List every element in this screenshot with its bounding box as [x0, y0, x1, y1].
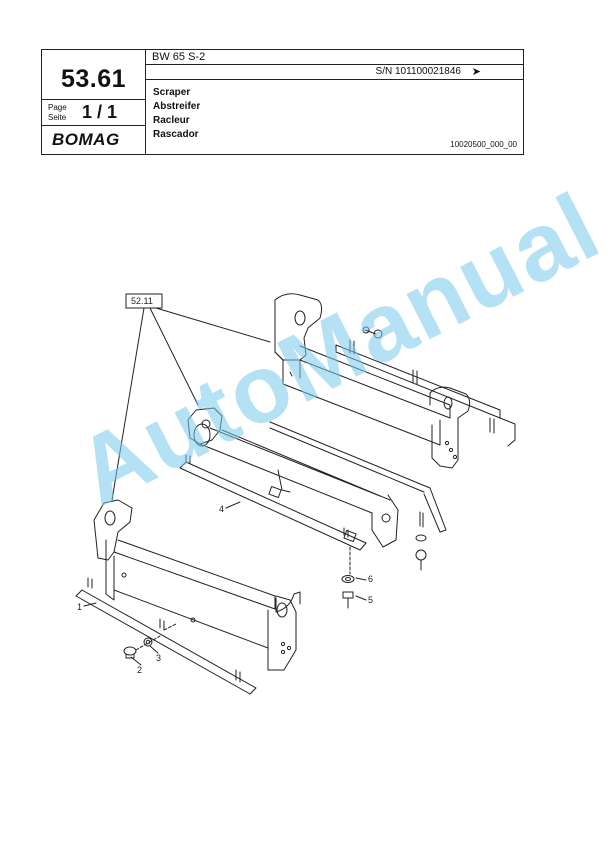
reference-label: 52.11 [131, 296, 153, 306]
callout-labels: 1 2 3 4 5 6 [77, 501, 373, 675]
upper-frame [274, 293, 471, 469]
upper-scraper-blade [335, 326, 516, 447]
drawing-code: 10020500_000_00 [450, 140, 517, 149]
serial-number: S/N 101100021846 [375, 66, 461, 77]
hardware-items [341, 511, 427, 609]
lower-scraper-blade [75, 577, 257, 695]
model-name: BW 65 S-2 [152, 51, 206, 63]
title-en: Scraper [153, 87, 191, 98]
middle-frame [187, 407, 447, 548]
lower-frame [93, 499, 301, 671]
brand-logo: BOMAG [52, 130, 120, 149]
divider [145, 50, 146, 154]
seite-label: Seite [48, 113, 67, 122]
middle-scraper-blade [179, 454, 367, 551]
callout-1: 1 [77, 602, 82, 612]
title-es: Rascador [153, 129, 199, 140]
title-fr: Racleur [153, 115, 190, 126]
callout-2: 2 [137, 665, 142, 675]
reference-callout: 52.11 [111, 293, 271, 501]
section-number: 53.61 [60, 65, 127, 93]
page-number: 1 / 1 [82, 102, 118, 122]
lower-hardware [123, 635, 161, 659]
callout-3: 3 [156, 653, 161, 663]
callout-5: 5 [368, 595, 373, 605]
callout-6: 6 [368, 574, 373, 584]
arrow-right-icon: ➤ [471, 66, 481, 78]
page-label: Page [48, 103, 67, 112]
divider [42, 125, 145, 126]
divider [145, 64, 523, 65]
title-de: Abstreifer [153, 101, 201, 112]
divider [145, 79, 523, 80]
title-block: BW 65 S-2 S/N 101100021846 ➤ 53.61 Page … [41, 49, 524, 155]
divider [42, 99, 145, 100]
callout-4: 4 [219, 504, 224, 514]
